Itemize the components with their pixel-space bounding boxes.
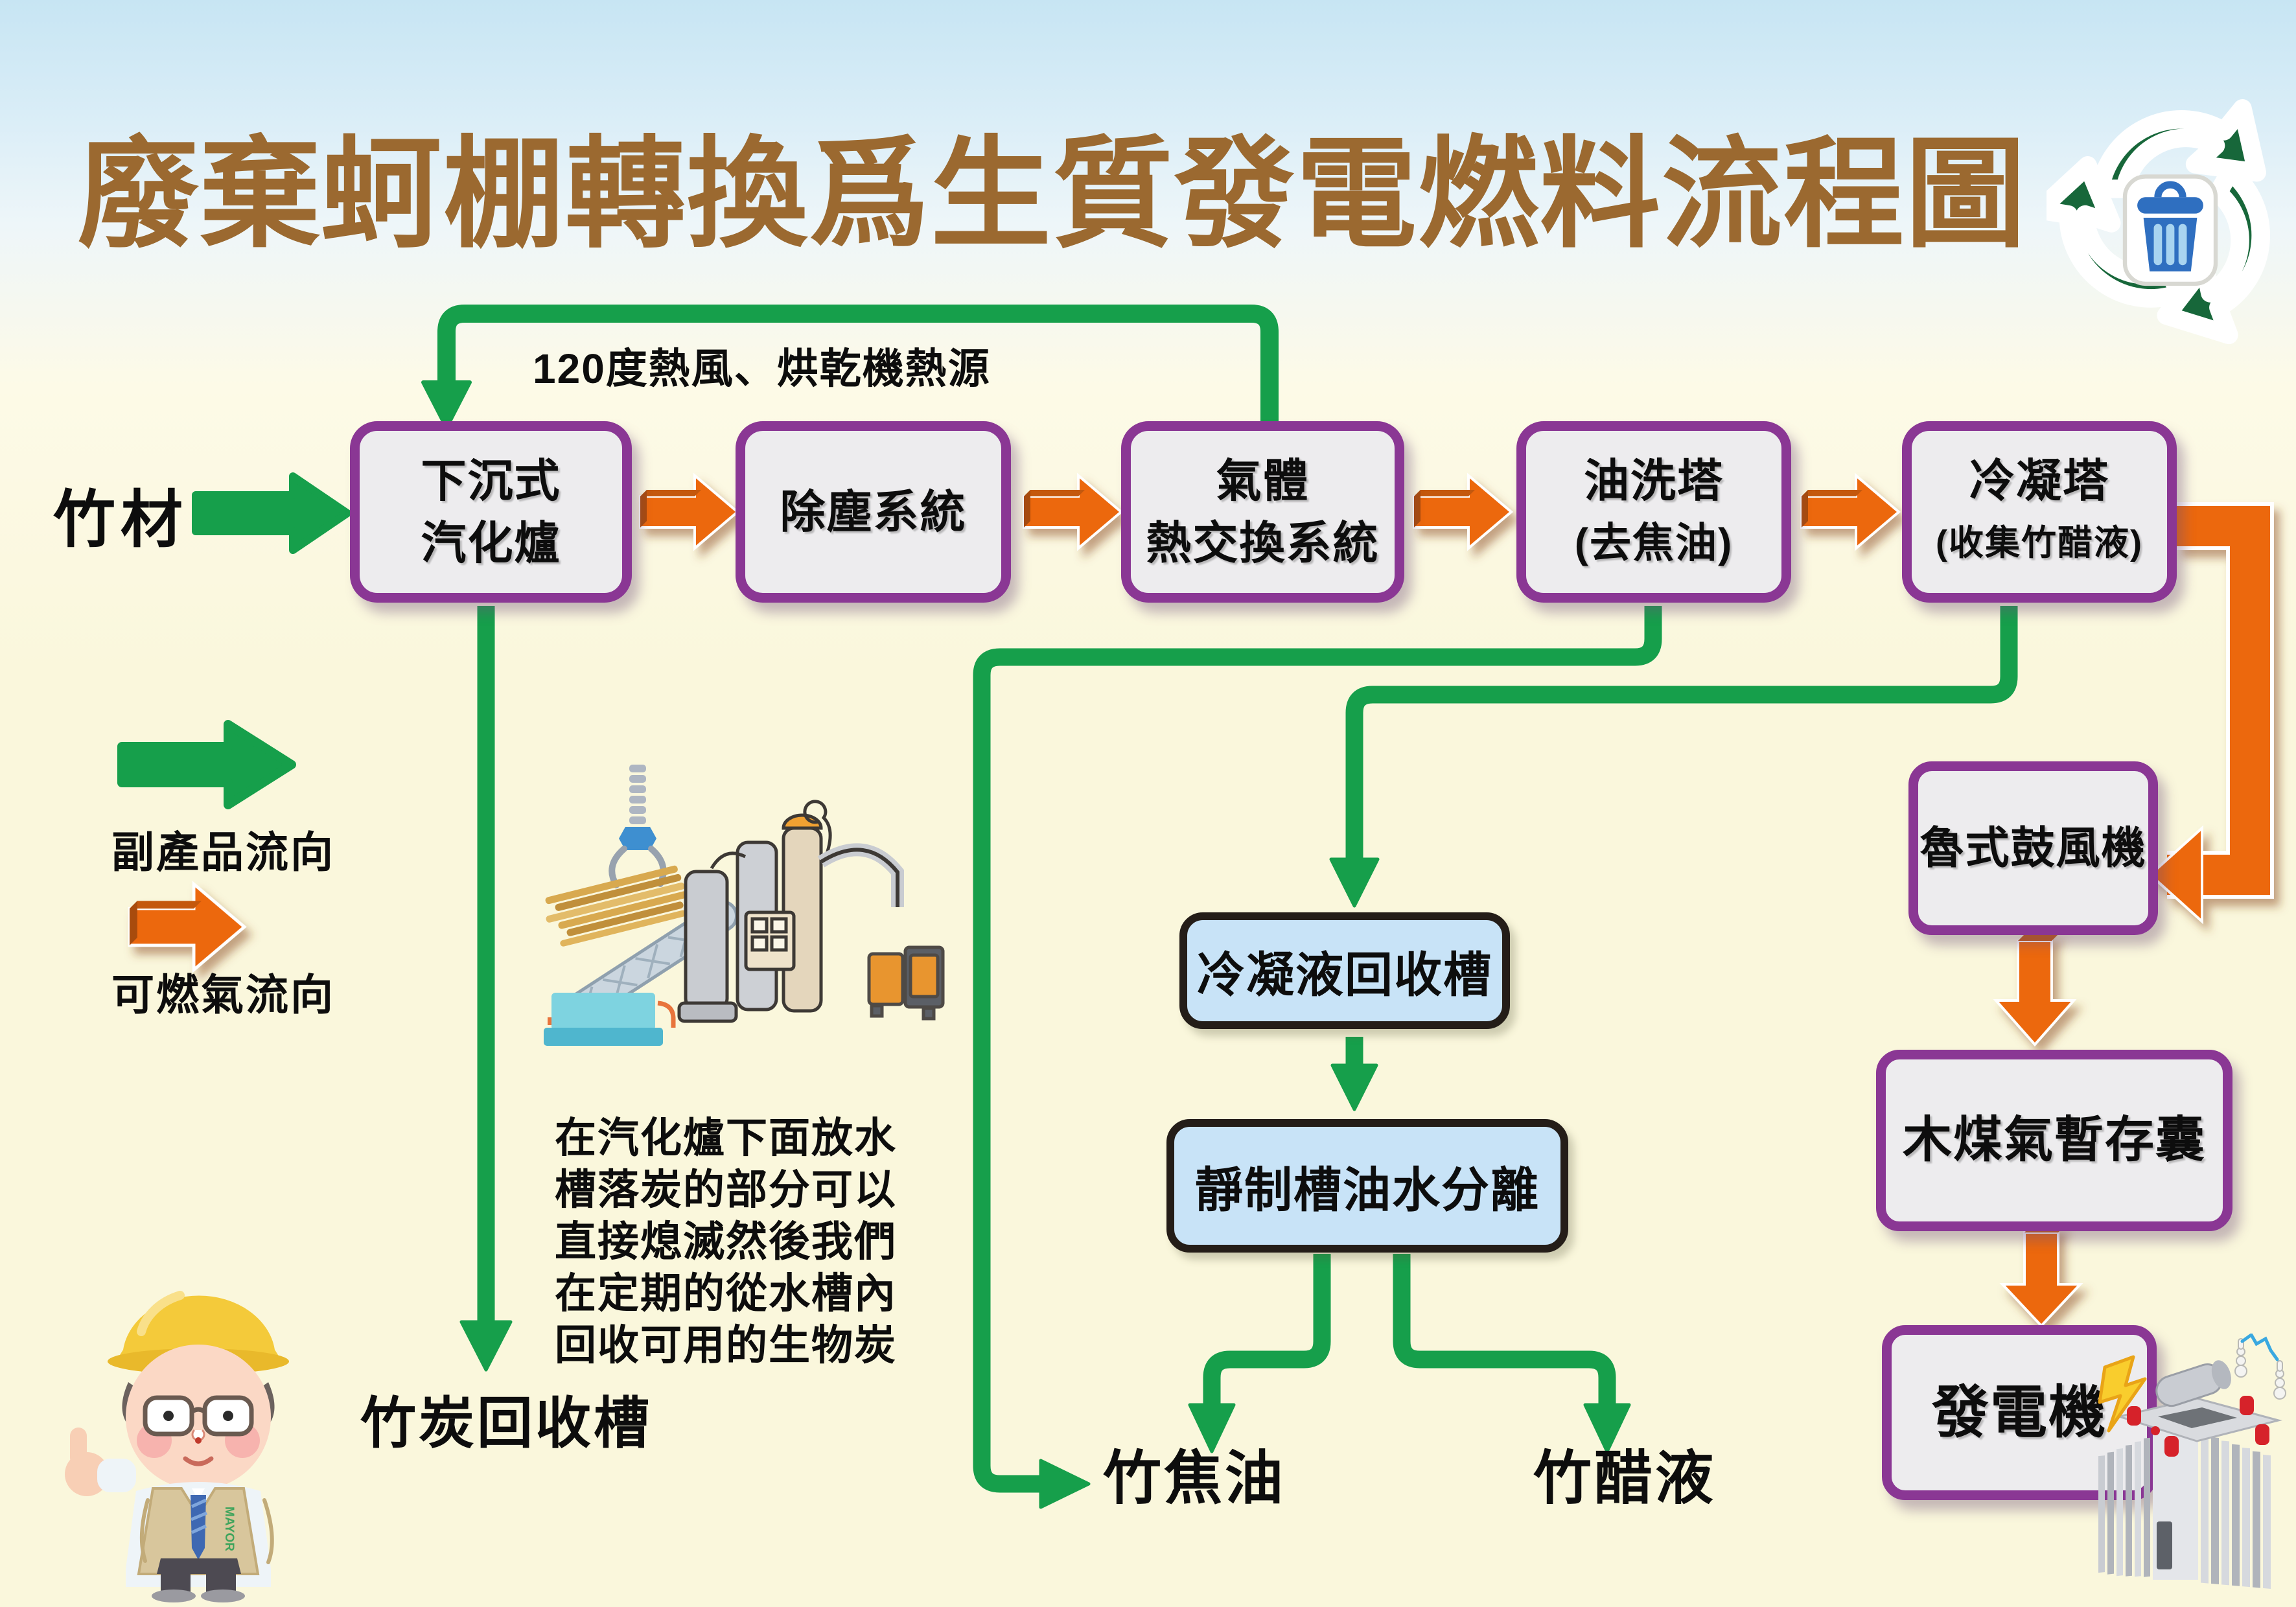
hard-hat — [108, 1291, 289, 1374]
separator-to-tar-branch — [1188, 1254, 1331, 1453]
flow-box-gasifier: 下沉式 汽化爐 — [350, 421, 632, 603]
crane-chain — [609, 765, 667, 888]
legend-green-arrow — [117, 720, 296, 809]
quench-water-tank — [544, 993, 676, 1046]
gas-arrow-3 — [1413, 472, 1514, 551]
flow-box-dust-removal: 除塵系統 — [736, 421, 1011, 603]
gas-arrow-2 — [1023, 472, 1124, 551]
flow-box-condensing-tower: 冷凝塔 (收集竹醋液) — [1902, 421, 2177, 603]
generator-illustration — [2098, 1334, 2286, 1589]
flow-box-oil-wash-tower: 油洗塔 (去焦油) — [1516, 421, 1791, 603]
box-line: 冷凝塔 — [1969, 456, 2109, 506]
condenser-to-condensate-line — [1329, 606, 2018, 908]
box-line: (收集竹醋液) — [1936, 524, 2143, 562]
gas-flow-arrows — [128, 472, 2274, 1328]
legend-gas-label: 可燃氣流向 — [111, 971, 335, 1019]
blower-machines — [867, 945, 945, 1021]
box-line: 油洗塔 — [1584, 456, 1724, 506]
bushings — [2234, 1338, 2286, 1400]
gasifier-equipment-illustration — [544, 765, 945, 1046]
heat-recycle-loop-arrow — [421, 305, 1279, 430]
gas-storage-bag-box: 木煤氣暫存囊 — [1876, 1050, 2232, 1231]
roots-blower-box: 魯式鼓風機 — [1908, 761, 2158, 935]
thumb-up-hand — [65, 1428, 136, 1496]
box-line: 木煤氣暫存囊 — [1903, 1113, 2206, 1168]
box-line: 氣體 — [1216, 456, 1310, 506]
box-line: 冷凝液回收槽 — [1197, 947, 1492, 1002]
flow-box-heat-exchange: 氣體 熱交換系統 — [1121, 421, 1404, 603]
note-line: 在汽化爐下面放水 — [555, 1115, 897, 1161]
separator-box: 靜制槽油水分離 — [1166, 1119, 1568, 1253]
gas-arrow-4 — [1800, 472, 1901, 551]
worker-legs — [152, 1558, 245, 1602]
charcoal-line-arrow — [459, 606, 513, 1372]
box-line: 發電機 — [1931, 1380, 2107, 1444]
note-line: 回收可用的生物炭 — [555, 1322, 897, 1369]
box-line: 靜制槽油水分離 — [1195, 1162, 1540, 1217]
bamboo-input-label: 竹材 — [53, 485, 188, 555]
box-line: 下沉式 — [421, 456, 561, 506]
loop-label: 120度熱風、烘乾機熱源 — [533, 345, 991, 392]
bamboo-vinegar-label: 竹醋液 — [1533, 1446, 1716, 1511]
recycle-arrow-top — [2091, 99, 2266, 198]
box-line: (去焦油) — [1574, 520, 1734, 566]
gas-arrow-1 — [639, 472, 740, 551]
note-line: 在定期的從水槽內 — [555, 1270, 897, 1317]
box-line: 熱交換系統 — [1146, 518, 1380, 568]
electric-arc — [2240, 1334, 2279, 1361]
biochar-note: 在汽化爐下面放水 槽落炭的部分可以 直接熄滅然後我們 在定期的從水槽內 回收可用… — [555, 1112, 897, 1371]
transformer-fittings — [2098, 1334, 2286, 1457]
worker-face — [122, 1345, 275, 1490]
glasses-icon — [143, 1395, 254, 1437]
condensate-to-separator-arrow — [1330, 1037, 1378, 1111]
transformer-body — [2098, 1397, 2282, 1589]
tie — [191, 1495, 207, 1560]
worker-cartoon: MAYOR — [65, 1291, 289, 1602]
box-line: 汽化爐 — [421, 518, 561, 568]
condenser-to-blower-elbow-arrow — [2148, 502, 2274, 925]
box-line: 魯式鼓風機 — [1919, 824, 2147, 873]
vest-badge-text: MAYOR — [222, 1507, 236, 1551]
poster-title: 廢棄蚵棚轉換爲生質發電燃料流程圖 — [78, 129, 2028, 262]
condensate-tank-box: 冷凝液回收槽 — [1179, 912, 1510, 1029]
gasifier-columns — [677, 800, 904, 1023]
charcoal-tank-label: 竹炭回收槽 — [360, 1393, 652, 1455]
note-line: 直接熄滅然後我們 — [555, 1218, 897, 1265]
gasbag-to-generator-arrow — [1999, 1225, 2083, 1328]
recycle-icon — [2047, 99, 2270, 345]
separator-to-vinegar-branch — [1393, 1254, 1631, 1453]
generator-box: 發電機 — [1882, 1325, 2157, 1500]
bamboo-tar-label: 竹焦油 — [1103, 1446, 1286, 1511]
trash-can-icon — [2122, 174, 2218, 286]
oilwash-to-tar-line — [973, 606, 1662, 1509]
legend-orange-arrow — [128, 881, 247, 973]
bamboo-bundle — [545, 865, 688, 947]
bamboo-input-arrow — [192, 472, 351, 554]
lightning-bolt-icon — [2098, 1355, 2147, 1433]
box-line: 除塵系統 — [780, 487, 967, 537]
legend-byproduct-label: 副產品流向 — [111, 828, 335, 876]
note-line: 槽落炭的部分可以 — [555, 1166, 897, 1213]
recycle-arrow-right — [2157, 162, 2270, 345]
blower-to-gasbag-arrow — [1993, 933, 2077, 1047]
